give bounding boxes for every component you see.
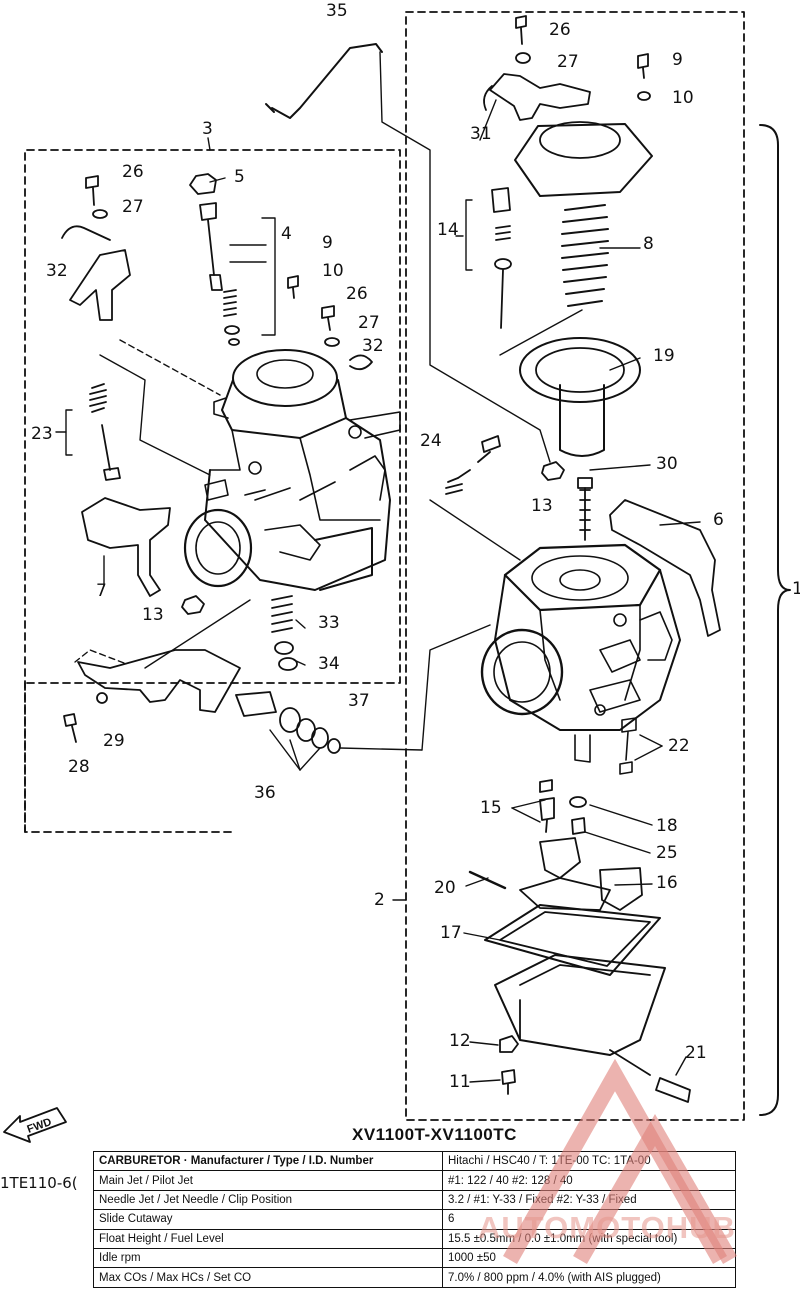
callout-3: 3 [202, 119, 213, 139]
spec-value: 3.2 / #1: Y-33 / Fixed #2: Y-33 / Fixed [442, 1189, 736, 1211]
callout-30: 30 [656, 454, 678, 474]
callout-20: 20 [434, 878, 456, 898]
spec-value: 6 [442, 1209, 736, 1230]
table-row: Max COs / Max HCs / Set CO 7.0% / 800 pp… [93, 1267, 736, 1288]
callout-15: 15 [480, 798, 502, 818]
spec-value: #1: 122 / 40 #2: 128 / 40 [442, 1170, 736, 1191]
assembly-brace [759, 124, 791, 1116]
callout-11: 11 [449, 1072, 471, 1092]
spec-value: 1000 ±50 [442, 1247, 736, 1269]
callout-26: 26 [346, 284, 368, 304]
callout-22: 22 [668, 736, 690, 756]
table-row: Slide Cutaway 6 [93, 1209, 736, 1230]
leader-lines [55, 99, 701, 1083]
spec-label: Float Height / Fuel Level [93, 1228, 443, 1249]
spec-label: Needle Jet / Jet Needle / Clip Position [93, 1189, 443, 1211]
callout-2: 2 [374, 890, 385, 910]
spec-label: Slide Cutaway [93, 1209, 443, 1230]
spec-value: 7.0% / 800 ppm / 4.0% (with AIS plugged) [442, 1267, 736, 1288]
right-upper-parts [445, 15, 653, 541]
callout-27: 27 [557, 52, 579, 72]
callout-31: 31 [470, 124, 492, 144]
right-lower-parts [468, 779, 691, 1103]
group-box-carburetor-2 [405, 11, 745, 1121]
callout-13: 13 [142, 605, 164, 625]
table-row: Idle rpm 1000 ±50 [93, 1247, 736, 1269]
callout-21: 21 [685, 1043, 707, 1063]
callout-27: 27 [122, 197, 144, 217]
routing-lines [74, 51, 583, 751]
spec-label: Max COs / Max HCs / Set CO [93, 1267, 443, 1288]
callout-34: 34 [318, 654, 340, 674]
table-row: CARBURETOR · Manufacturer / Type / I.D. … [93, 1150, 736, 1172]
table-row: Float Height / Fuel Level 15.5 ±0.5mm / … [93, 1228, 736, 1249]
callout-9: 9 [322, 233, 333, 253]
callout-7: 7 [96, 581, 107, 601]
callout-29: 29 [103, 731, 125, 751]
table-row: Main Jet / Pilot Jet #1: 122 / 40 #2: 12… [93, 1170, 736, 1191]
callout-6: 6 [713, 510, 724, 530]
callout-18: 18 [656, 816, 678, 836]
callout-33: 33 [318, 613, 340, 633]
callout-25: 25 [656, 843, 678, 863]
right-carburetor-body [480, 499, 721, 775]
forward-arrow-icon: FWD [3, 1107, 67, 1143]
spec-value: Hitachi / HSC40 / T: 1TE-00 TC: 1TA-00 [442, 1150, 736, 1172]
callout-27: 27 [358, 313, 380, 333]
callout-32: 32 [46, 261, 68, 281]
throttle-link-rod-35 [265, 43, 383, 119]
left-small-parts [61, 173, 373, 754]
callout-12: 12 [449, 1031, 471, 1051]
spec-label: Idle rpm [93, 1247, 443, 1269]
callout-17: 17 [440, 923, 462, 943]
callout-14: 14 [437, 220, 459, 240]
table-row: Needle Jet / Jet Needle / Clip Position … [93, 1189, 736, 1211]
model-title: XV1100T-XV1100TC [352, 1125, 517, 1144]
group-box-carburetor-3 [24, 149, 401, 833]
callout-10: 10 [322, 261, 344, 281]
callout-13: 13 [531, 496, 553, 516]
callout-19: 19 [653, 346, 675, 366]
callout-24: 24 [420, 431, 442, 451]
callout-5: 5 [234, 167, 245, 187]
callout-36: 36 [254, 783, 276, 803]
callout-1: 1 [792, 579, 800, 599]
callout-23: 23 [31, 424, 53, 444]
callout-35: 35 [326, 1, 348, 21]
callout-37: 37 [348, 691, 370, 711]
carburetor-spec-table: CARBURETOR · Manufacturer / Type / I.D. … [93, 1150, 736, 1288]
callout-32: 32 [362, 336, 384, 356]
callout-26: 26 [549, 20, 571, 40]
callout-9: 9 [672, 50, 683, 70]
callout-16: 16 [656, 873, 678, 893]
callout-28: 28 [68, 757, 90, 777]
spec-value: 15.5 ±0.5mm / 0.0 ±1.0mm (with special t… [442, 1228, 736, 1249]
callout-26: 26 [122, 162, 144, 182]
callout-10: 10 [672, 88, 694, 108]
spec-label: CARBURETOR · Manufacturer / Type / I.D. … [93, 1150, 443, 1172]
spec-label: Main Jet / Pilot Jet [93, 1170, 443, 1191]
callout-4: 4 [281, 224, 292, 244]
callout-8: 8 [643, 234, 654, 254]
left-carburetor-body [183, 349, 401, 591]
part-code: 1TE110-6( [0, 1174, 78, 1192]
